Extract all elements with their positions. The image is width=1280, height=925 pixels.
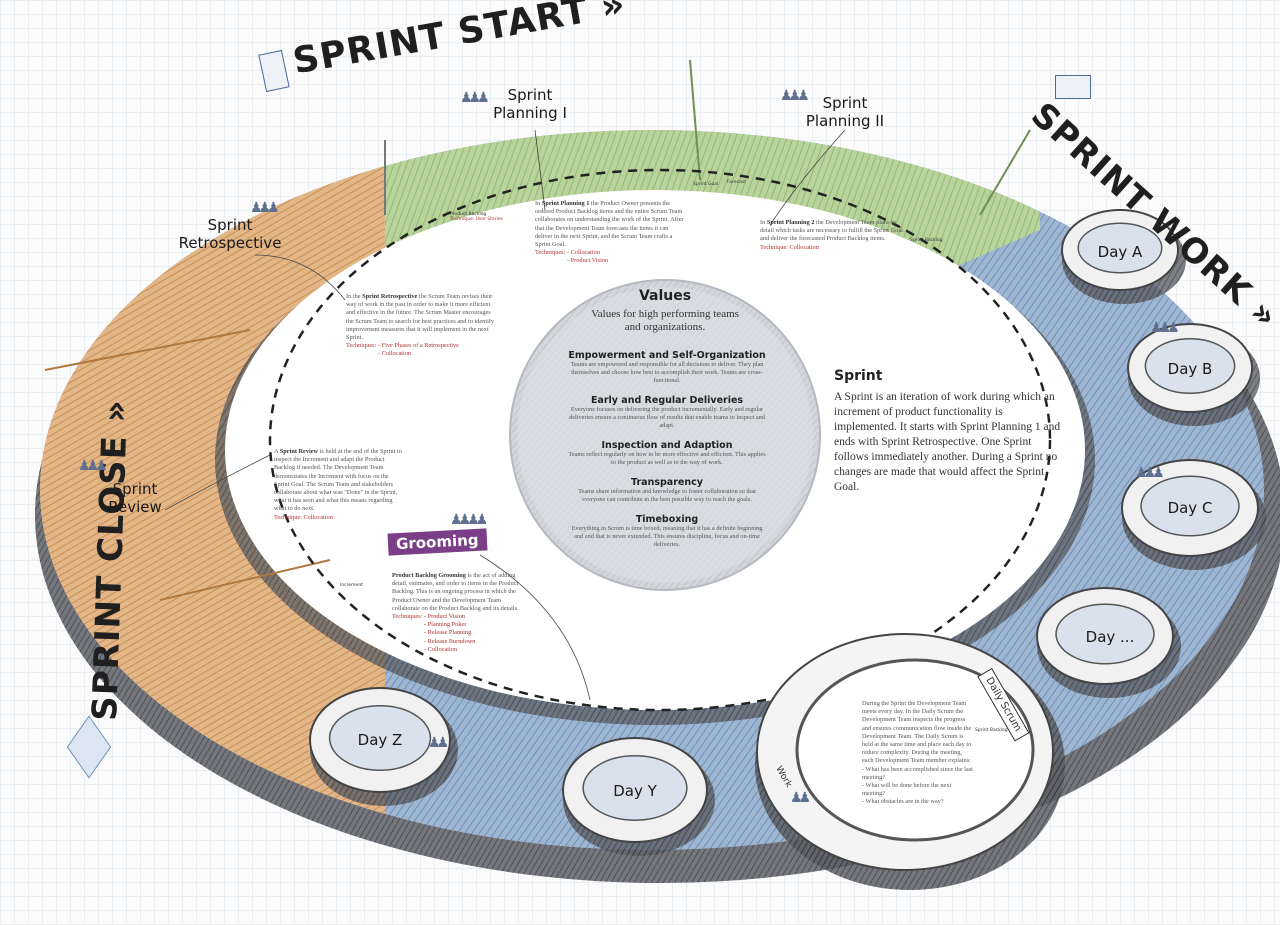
connector-planning2 <box>769 129 846 226</box>
note-daily-scrum: During the Sprint the Development Team m… <box>862 700 973 806</box>
team-people-icon: ♟♟♟ <box>250 201 280 216</box>
value-item: Inspection and Adaption Teams reflect re… <box>568 440 766 466</box>
segment-label-review: Sprint Review <box>108 480 162 516</box>
artifact-sprint-backlog-daily: Sprint Backlog <box>975 728 1008 733</box>
segment-label-retrospective: Sprint Retrospective <box>178 216 282 252</box>
values-panel: Values Values for high performing teams … <box>565 288 765 334</box>
segment-label-planning-1: Sprint Planning I <box>493 86 567 122</box>
artifact-sprint-backlog: Sprint Backlog <box>910 238 943 243</box>
value-item: Early and Regular Deliveries Everyone fo… <box>569 395 765 429</box>
day-ring-inner <box>1055 603 1155 665</box>
day-ring-inner <box>1077 222 1163 274</box>
note-sprint-planning-1: In Sprint Planning 1 the Product Owner p… <box>535 200 684 265</box>
day-label: Day B <box>1167 360 1213 378</box>
team-people-icon: ♟♟♟♟ <box>450 513 488 528</box>
sprint-definition: Sprint A Sprint is an iteration of work … <box>834 368 1064 495</box>
value-item: Transparency Teams share information and… <box>578 477 756 503</box>
team-people-icon: ♟♟♟ <box>780 89 810 104</box>
connector-grooming <box>479 554 591 701</box>
note-grooming: Product Backlog Grooming is the act of a… <box>392 572 519 653</box>
day-label: Day ... <box>1085 628 1135 646</box>
team-people-icon: ♟♟ <box>790 791 811 806</box>
segment-label-planning-2: Sprint Planning II <box>805 94 885 130</box>
day-ring-inner <box>1144 337 1236 395</box>
values-sphere-highlight <box>517 287 813 583</box>
day-ring-inner <box>328 705 432 771</box>
note-sprint-planning-2: In Sprint Planning 2 the Development Tea… <box>760 219 903 251</box>
day-ring-inner <box>1140 475 1240 537</box>
team-people-icon: ♟♟♟ <box>1150 321 1180 336</box>
artifact-increment: Increment <box>340 583 363 588</box>
connector-review <box>164 454 271 511</box>
segment-divider <box>689 59 701 181</box>
day-ring-inner <box>582 755 688 821</box>
note-sprint-retrospective: In the Sprint Retrospective the Scrum Te… <box>346 293 495 358</box>
note-sprint-review: A Sprint Review is held at the end of th… <box>274 448 402 521</box>
value-item: Empowerment and Self-Organization Teams … <box>568 350 766 384</box>
values-title: Values <box>638 288 692 304</box>
team-people-icon: ♟♟♟ <box>78 459 108 474</box>
artifact-forecast: Forecast <box>727 180 747 185</box>
segment-divider <box>44 329 251 371</box>
team-people-icon: ♟♟♟ <box>460 91 490 106</box>
values-list: Empowerment and Self-Organization Teams … <box>567 350 767 549</box>
day-label: Day C <box>1167 499 1213 517</box>
sprint-loop-dashed <box>268 168 1052 712</box>
connector-retro <box>254 254 346 301</box>
daily-scrum-inner <box>795 658 1035 842</box>
task-board-icon <box>1055 75 1091 99</box>
segment-divider <box>979 129 1031 216</box>
day-label: Day A <box>1097 243 1143 261</box>
team-people-icon: ♟♟ <box>428 736 449 751</box>
values-subtitle: Values for high performing teams and org… <box>591 308 739 333</box>
segment-divider <box>159 559 331 601</box>
artifact-sprint-goal: Sprint Goal <box>693 182 719 187</box>
day-label: Day Y <box>613 782 657 800</box>
team-people-icon: ♟♟♟ <box>1135 466 1165 481</box>
connector-planning1 <box>534 129 546 211</box>
sprint-text: A Sprint is an iteration of work during … <box>834 391 1061 493</box>
value-item: Timeboxing Everything in Scrum is time b… <box>571 514 763 548</box>
day-label: Day Z <box>357 731 403 749</box>
sprint-title: Sprint <box>834 368 883 384</box>
